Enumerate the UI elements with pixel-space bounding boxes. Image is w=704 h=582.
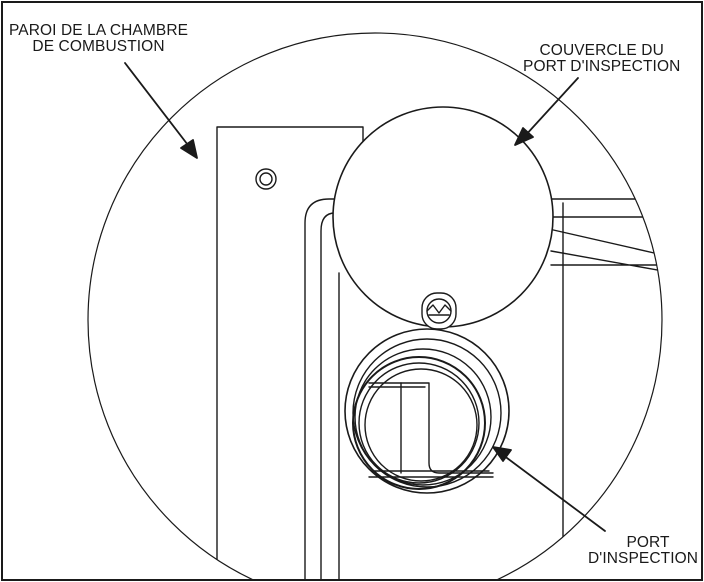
arrow-port-head xyxy=(492,446,512,462)
inspection-port-collar xyxy=(344,328,510,494)
label-combustion-chamber-wall: PAROI DE LA CHAMBRE DE COMBUSTION xyxy=(9,23,188,55)
inspection-port-drawing xyxy=(87,32,663,579)
label-inspection-port: PORT D'INSPECTION xyxy=(588,535,698,567)
leader-arrows xyxy=(124,62,606,532)
recessed-panel-inner xyxy=(320,212,336,579)
port-interior xyxy=(368,382,494,478)
arrow-port xyxy=(502,454,606,532)
recessed-panel xyxy=(304,198,340,579)
label-wall-line-2: DE COMBUSTION xyxy=(32,38,165,55)
label-cover-line-1: COUVERCLE DU xyxy=(539,42,664,59)
arrow-cover-head xyxy=(514,127,534,146)
label-port-line-1: PORT xyxy=(626,534,670,551)
label-port-line-2: D'INSPECTION xyxy=(588,550,699,567)
label-wall-line-1: PAROI DE LA CHAMBRE xyxy=(9,22,189,39)
arrow-wall-head xyxy=(180,139,198,159)
label-cover-line-2: PORT D'INSPECTION xyxy=(523,58,681,75)
arrow-cover xyxy=(523,77,579,138)
wall-bolt xyxy=(255,168,277,190)
label-inspection-port-cover: COUVERCLE DU PORT D'INSPECTION xyxy=(523,43,680,75)
bracket-lines xyxy=(548,198,662,272)
magnified-detail xyxy=(216,106,662,579)
magnifier-circle xyxy=(87,32,663,579)
arrow-wall xyxy=(124,62,192,150)
hinge-screw xyxy=(421,292,457,330)
